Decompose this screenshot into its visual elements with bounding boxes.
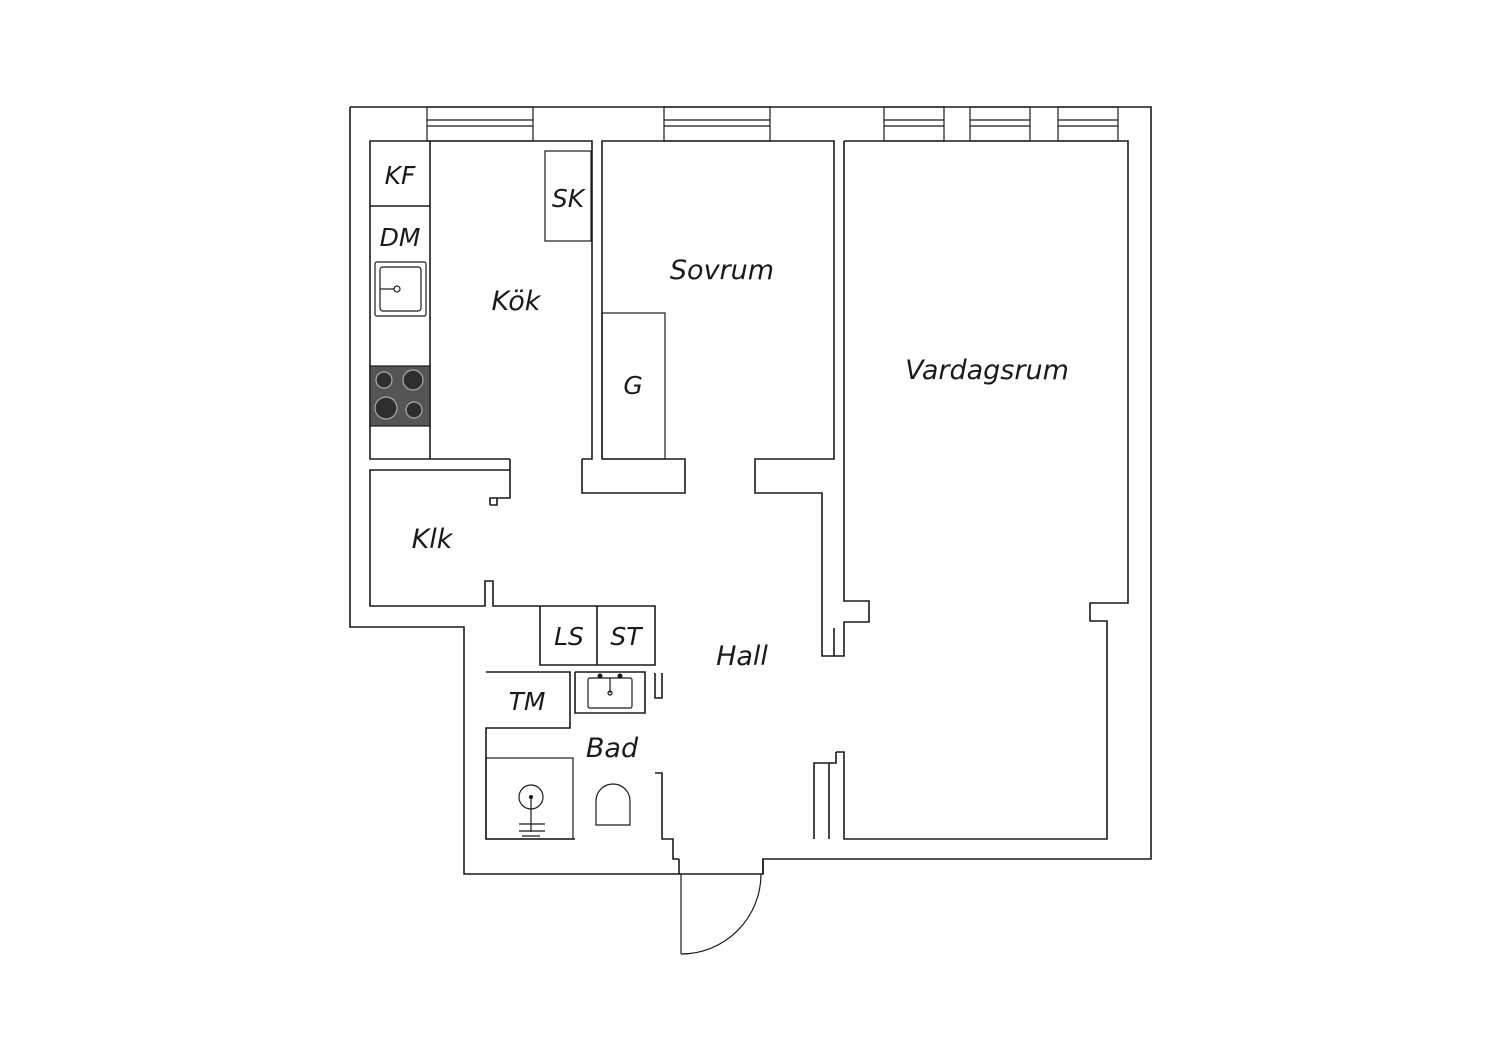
- fixture-label-st: ST: [610, 622, 643, 651]
- fixture-label-dm: DM: [380, 223, 421, 252]
- windows: [426, 106, 1119, 142]
- washing-machine: [518, 784, 545, 837]
- window: [1057, 106, 1119, 142]
- fixture-label-sk: SK: [552, 184, 587, 213]
- fixture-label-g: G: [623, 371, 642, 400]
- window: [663, 106, 771, 142]
- sink-bathroom: [587, 673, 633, 709]
- livingroom-walls: [834, 140, 1129, 840]
- bathroom-walls: [485, 671, 837, 860]
- stove: [369, 365, 431, 427]
- room-label-kok: Kök: [492, 286, 542, 317]
- sk-cabinet: [544, 150, 592, 242]
- entrance-door: [678, 859, 764, 955]
- room-label-sovrum: Sovrum: [670, 255, 774, 286]
- toilet: [595, 783, 631, 826]
- fixture-label-tm: TM: [509, 687, 546, 716]
- closet-walls: [369, 469, 656, 666]
- room-label-bad: Bad: [586, 733, 639, 764]
- room-label-klk: Klk: [412, 524, 454, 555]
- window: [969, 106, 1031, 142]
- window: [883, 106, 945, 142]
- room-label-hall: Hall: [716, 641, 768, 672]
- sink-kitchen: [374, 261, 427, 317]
- outer-walls: [349, 106, 1152, 875]
- window: [426, 106, 534, 142]
- fixture-label-kf: KF: [385, 161, 416, 190]
- bedroom-walls: [581, 140, 835, 657]
- fixture-label-ls: LS: [554, 622, 584, 651]
- room-label-vardagsrum: Vardagsrum: [905, 355, 1069, 386]
